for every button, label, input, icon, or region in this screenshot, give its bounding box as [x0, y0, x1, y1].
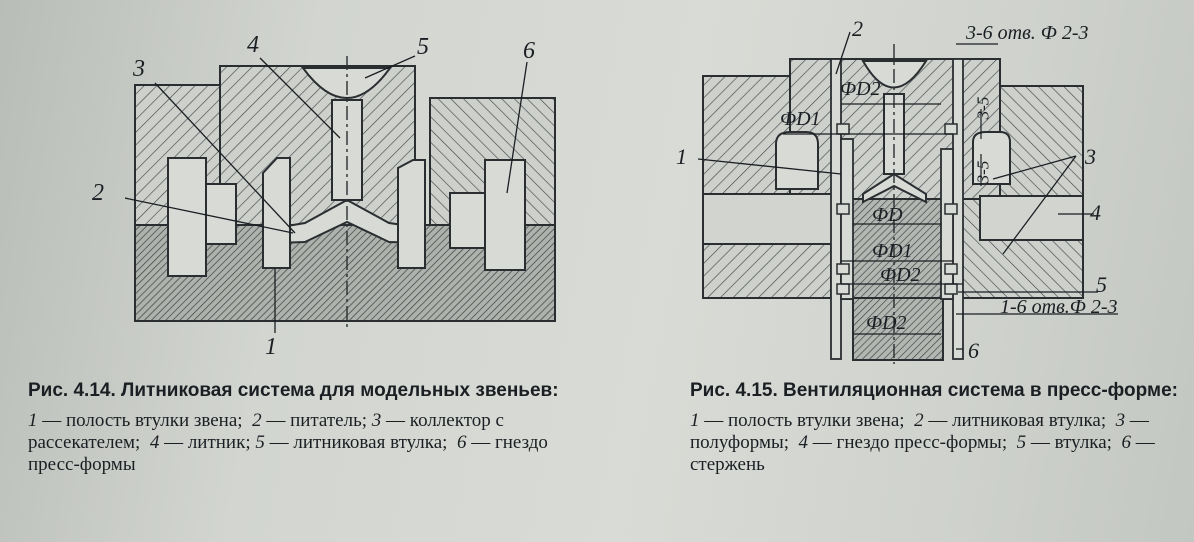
legend-num: 6: [456, 432, 467, 453]
legend-text: стержень: [690, 454, 765, 475]
left-socket-outer: [167, 157, 207, 277]
fig415-dim-d2-bot: ФD2: [866, 312, 907, 334]
parting-band: [702, 193, 834, 245]
legend-text: полуформы;: [690, 432, 790, 453]
left-pocket: [775, 131, 819, 190]
legend-num: 1: [28, 410, 38, 431]
figure-4-14-drawing: 4 5 6 3 1: [125, 32, 556, 360]
bottom-rod: [852, 297, 944, 361]
legend-text: полость втулки звена;: [728, 410, 905, 431]
label-1: 1: [265, 334, 277, 360]
fig415-holes-top: 3-6 отв. Ф 2-3: [966, 22, 1089, 44]
fig415-dim-d1-top: ФD1: [780, 108, 821, 130]
fig415-label-2: 2: [852, 16, 863, 41]
fig415-label-3: 3: [1085, 144, 1096, 169]
fig414-label-2: 2: [92, 180, 104, 206]
fig415-dim-d: ФD: [872, 204, 903, 226]
legend-num: 3: [1115, 410, 1126, 431]
caption-title: Рис. 4.15. Вентиляционная система в прес…: [690, 380, 1178, 401]
legend-num: 2: [914, 410, 924, 431]
right-socket-inner: [449, 192, 486, 249]
right-cavity-2: [940, 148, 954, 300]
legend-text: полость втулки звена;: [66, 410, 243, 431]
legend-num: 4: [149, 432, 160, 453]
label-4: 4: [247, 32, 259, 58]
left-cavity-2: [840, 138, 854, 300]
legend-text: гнездо пресс-формы;: [836, 432, 1008, 453]
fig415-label-5: 5: [1096, 272, 1107, 297]
legend-num: 1: [690, 410, 700, 431]
right-pocket: [972, 131, 1011, 185]
legend-num: 5: [255, 432, 265, 453]
figure-4-14-caption: Рис. 4.14. Литниковая система для модель…: [28, 380, 588, 476]
legend-text: коллектор с рассекателем;: [28, 410, 504, 453]
legend-num: 3: [371, 410, 382, 431]
left-socket-inner: [205, 183, 237, 245]
fig415-dim-35-b: 3-5: [973, 160, 993, 184]
legend-num: 5: [1016, 432, 1027, 453]
caption-legend: 1 — полость втулки звена; 2 — литниковая…: [690, 410, 1155, 475]
fig415-dim-d2-top: ФD2: [840, 78, 881, 100]
figure-4-15-caption: Рис. 4.15. Вентиляционная система в прес…: [690, 380, 1190, 476]
upper-center-plate: [219, 65, 416, 226]
socket-right: [979, 195, 1084, 241]
fig415-holes-bottom: 1-6 отв.Ф 2-3: [1000, 296, 1118, 318]
legend-text: втулка;: [1054, 432, 1112, 453]
legend-num: 4: [798, 432, 809, 453]
legend-text: литниковая втулка;: [293, 432, 448, 453]
right-cavity: [397, 159, 426, 269]
fig415-dim-d1-mid: ФD1: [872, 240, 913, 262]
fig415-label-6: 6: [968, 338, 979, 363]
label-5: 5: [417, 34, 429, 60]
fig415-label-4: 4: [1090, 200, 1101, 225]
legend-text: литник;: [187, 432, 251, 453]
fig415-label-1: 1: [676, 144, 687, 169]
label-6: 6: [523, 38, 535, 64]
legend-text: питатель;: [290, 410, 368, 431]
legend-num: 2: [252, 410, 262, 431]
legend-text: литниковая втулка;: [952, 410, 1107, 431]
fig415-dim-35-a: 3-5: [973, 96, 993, 120]
label-3: 3: [132, 56, 145, 82]
fig415-dim-d2-mid: ФD2: [880, 264, 921, 286]
legend-num: 6: [1121, 432, 1131, 453]
legend-text: гнездо пресс-формы: [28, 432, 548, 475]
caption-title: Рис. 4.14. Литниковая система для модель…: [28, 380, 559, 401]
caption-legend: 1 — полость втулки звена; 2 — питатель; …: [28, 410, 548, 475]
figure-4-15-drawing: [698, 31, 1118, 364]
right-socket-outer: [484, 159, 526, 271]
